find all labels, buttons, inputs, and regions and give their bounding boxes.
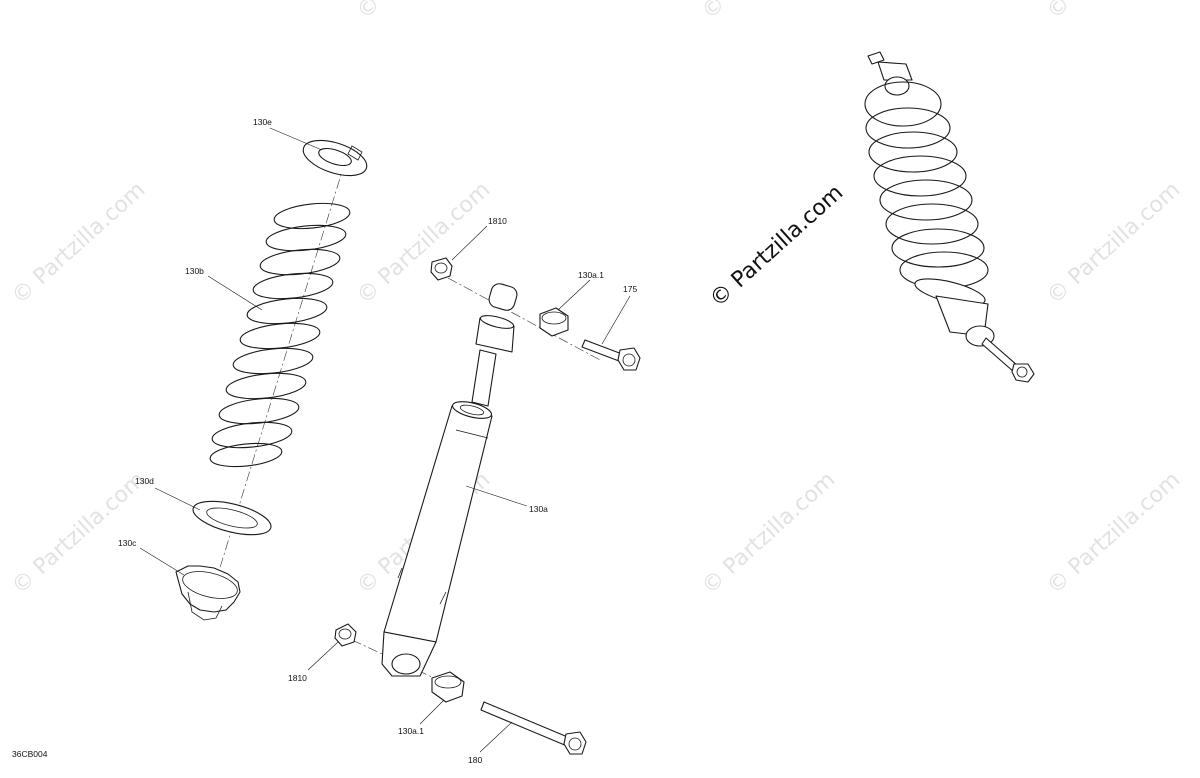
partzilla-watermark: © Partzilla.com: [705, 180, 848, 312]
watermark-layer: © Partzilla.com © Partzilla.com © Partzi…: [7, 0, 1185, 599]
shock-absorber-part: [381, 283, 518, 677]
watermark-text: © Partzilla.com: [697, 467, 840, 599]
callout-130a1-bottom: 130a.1: [398, 726, 424, 736]
callout-180: 180: [468, 755, 482, 765]
callout-1810-top: 1810: [488, 216, 507, 226]
nut-bottom-part: [334, 623, 357, 647]
watermark-text: © Partzilla.com: [1042, 177, 1185, 309]
callout-labels: 130e 130b 130d 130c 1810 130a.1 175 130a…: [12, 117, 637, 765]
callout-130b: 130b: [185, 266, 204, 276]
leader-lines: [139, 127, 631, 753]
assembled-shock-part: [864, 51, 1035, 383]
bushing-bottom-part: [431, 671, 465, 703]
watermark-text: © Partzilla.com: [1042, 0, 1185, 24]
watermark-text: © Partzilla.com: [352, 177, 495, 309]
watermark-text: © Partzilla.com: [697, 0, 840, 24]
callout-130a: 130a: [529, 504, 548, 514]
spring-seat-part: [192, 500, 272, 536]
watermark-text: © Partzilla.com: [352, 0, 495, 24]
watermark-text: © Partzilla.com: [1042, 467, 1185, 599]
diagram-code: 36CB004: [12, 749, 48, 759]
spring-retainer-part: [302, 139, 368, 177]
bushing-top-part: [539, 307, 569, 337]
watermark-text: © Partzilla.com: [7, 177, 150, 309]
callout-1810-bottom: 1810: [288, 673, 307, 683]
callout-130a1-top: 130a.1: [578, 270, 604, 280]
bolt-top-part: [581, 339, 641, 371]
callout-130e: 130e: [253, 117, 272, 127]
coil-spring-part: [209, 202, 351, 468]
callout-130d: 130d: [135, 476, 154, 486]
adjuster-cup-part: [175, 565, 241, 621]
watermark-text: © Partzilla.com: [7, 467, 150, 599]
callout-130c: 130c: [118, 538, 137, 548]
callout-175: 175: [623, 284, 637, 294]
bolt-bottom-part: [480, 701, 587, 755]
nut-top-part: [430, 257, 453, 281]
